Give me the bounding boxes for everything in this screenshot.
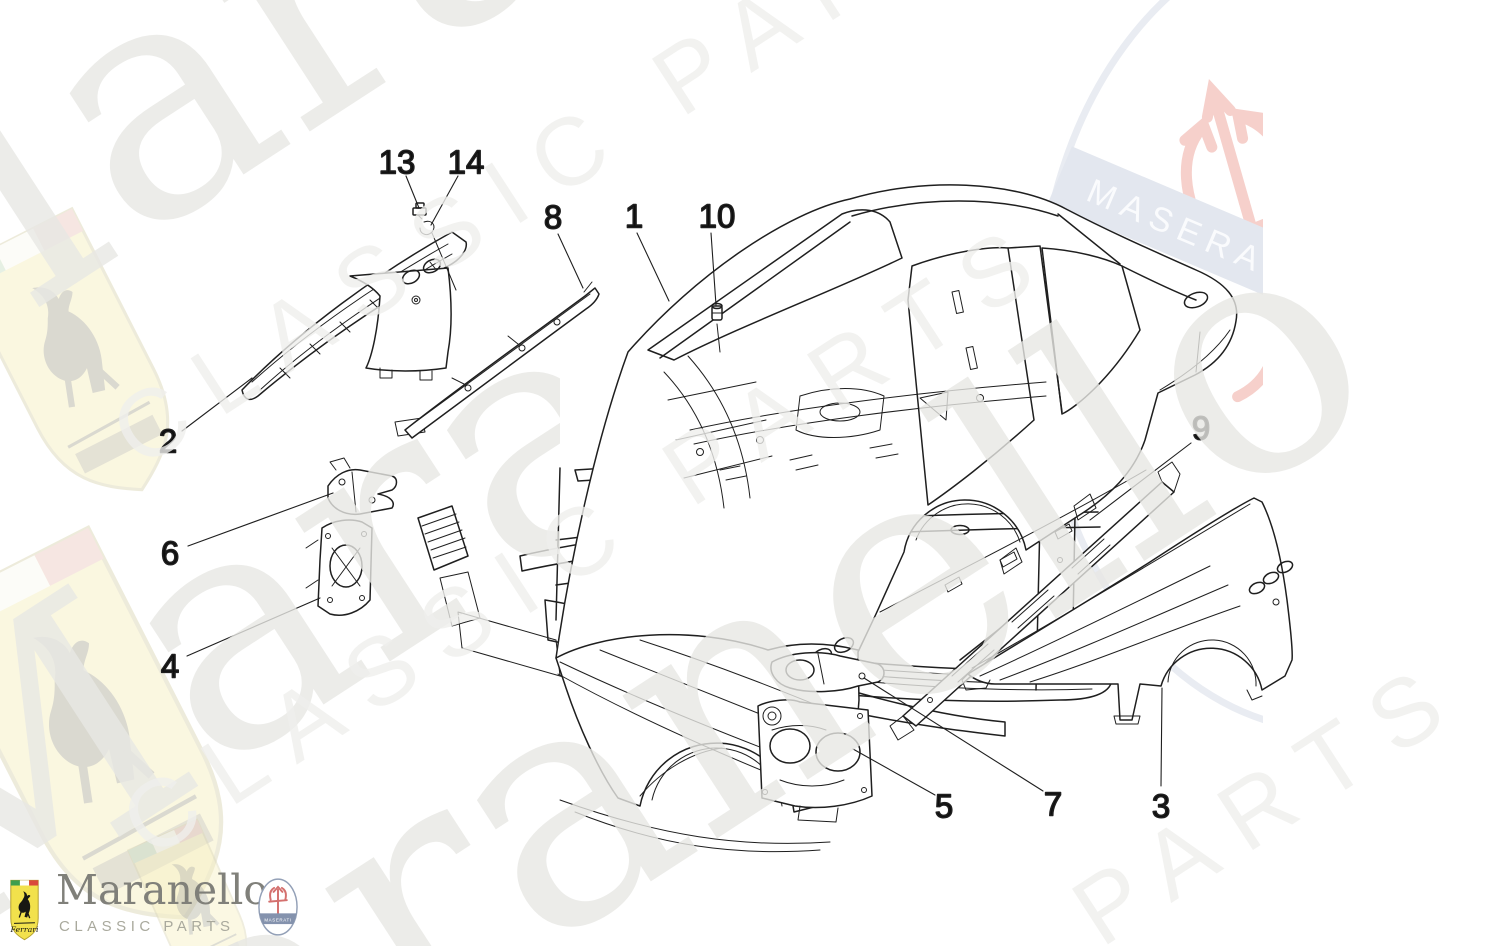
callout-label-14[interactable]: 14 xyxy=(447,143,485,182)
callout-label-4[interactable]: 4 xyxy=(160,647,180,686)
part-4-side-panel xyxy=(305,519,373,616)
part-7-bracket xyxy=(770,651,885,693)
part-9-sill-rail xyxy=(889,461,1181,741)
callout-label-3[interactable]: 3 xyxy=(1151,787,1171,826)
callout-leader-line xyxy=(863,677,1044,792)
callout-label-2[interactable]: 2 xyxy=(158,422,178,461)
callout-leader-line xyxy=(181,377,253,432)
callout-label-5[interactable]: 5 xyxy=(934,787,954,826)
footer-brand-name: Maranello xyxy=(56,866,269,914)
part-3-front-fender xyxy=(961,497,1294,725)
footer-brand-subtitle: CLASSIC PARTS xyxy=(59,918,235,935)
callout-leader-line xyxy=(1160,687,1163,787)
callout-label-7[interactable]: 7 xyxy=(1043,785,1063,824)
maserati-badge-label: MASERATI xyxy=(264,918,291,923)
callout-layer: 1 2 3 4 5 6 7 8 9 10 13 14 xyxy=(158,143,1211,826)
callout-leader-line xyxy=(405,175,420,209)
callout-leader-line xyxy=(557,233,584,289)
footer-brand-strip: Maranello CLASSIC PARTS MASERATI xyxy=(0,858,360,946)
maserati-oval-icon: MASERATI xyxy=(258,878,298,936)
part-10-grommet xyxy=(711,302,723,353)
part-5-wheelhouse-panel xyxy=(757,699,873,823)
callout-leader-line xyxy=(710,232,717,306)
diagram-line-art: 1 2 3 4 5 6 7 8 9 10 13 14 xyxy=(158,143,1294,853)
part-1-body-shell xyxy=(555,184,1238,813)
callout-label-8[interactable]: 8 xyxy=(543,198,563,237)
part-2-cowl-panel xyxy=(241,231,468,401)
callout-leader-line xyxy=(1089,442,1192,521)
ferrari-shield-icon xyxy=(8,879,41,941)
part-6-bracket xyxy=(327,457,398,516)
callout-leader-line xyxy=(186,597,321,657)
part-14-clip xyxy=(419,220,457,291)
part-8-windscreen-trim xyxy=(404,281,600,439)
callout-label-1[interactable]: 1 xyxy=(624,197,644,236)
callout-label-13[interactable]: 13 xyxy=(378,143,416,182)
callout-label-6[interactable]: 6 xyxy=(160,534,180,573)
callout-leader-line xyxy=(187,492,334,547)
callout-leader-line xyxy=(636,232,670,302)
callout-label-10[interactable]: 10 xyxy=(698,197,736,236)
callout-leader-line xyxy=(430,175,459,226)
callout-leader-line xyxy=(852,748,936,796)
callout-label-9[interactable]: 9 xyxy=(1191,409,1211,448)
